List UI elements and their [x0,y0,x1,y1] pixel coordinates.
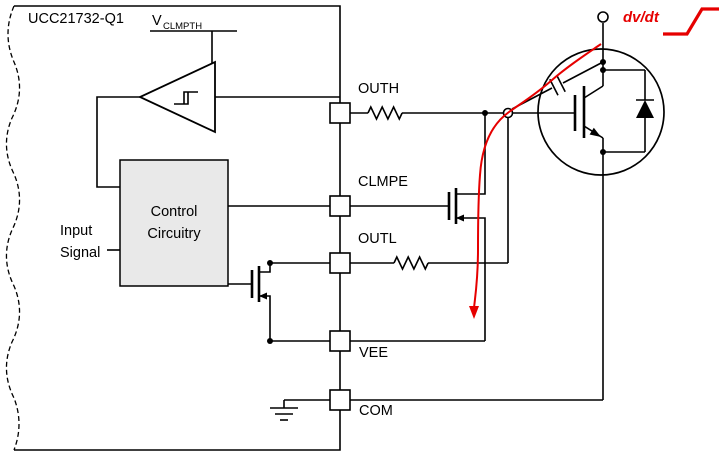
external-clamp-mosfet-icon [350,113,486,341]
control-label-line1: Control [151,204,198,220]
internal-fet-arrow [259,292,267,300]
dvdt-annotation: dv/dt [623,7,719,36]
part-number-label: UCC21732-Q1 [28,11,124,27]
pin-box-outl [329,252,351,274]
internal-fet-source [259,295,271,341]
pin-box-clmpe [329,195,351,217]
pin-label-com: COM [359,403,393,419]
junction-dot [600,149,606,155]
vclmpth-label: V [152,13,162,29]
pin-box-outh [329,102,351,124]
miller-current-arrowhead [469,306,479,319]
input-signal-label-line2: Signal [60,245,100,261]
control-box [119,159,229,287]
hysteresis-icon [174,91,198,105]
outh-net [350,105,575,121]
pin-row: OUTH CLMPE OUTL VEE COM [329,81,408,419]
junction-dot [267,338,273,344]
control-label-line2: Circuitry [147,226,201,242]
cap-lead-top [562,61,604,84]
pin-label-outh: OUTH [358,81,399,97]
ic-border [14,5,341,451]
external-fet-source [456,217,486,341]
gate-resistor-outh-icon [367,105,403,121]
pin-label-vee: VEE [359,345,388,361]
ic-boundary: UCC21732-Q1 [5,5,341,451]
junction-dot [267,260,273,266]
miller-current-curve [473,43,602,309]
outl-net [350,113,509,271]
torn-edge [5,5,21,451]
comparator-triangle [137,60,216,134]
dvdt-label: dv/dt [623,9,660,26]
igbt-emitter-arrow [589,127,601,137]
collector-terminal-icon [597,11,609,23]
pin-label-clmpe: CLMPE [358,174,408,190]
miller-current-path [469,43,602,319]
external-fet-drain [456,113,486,195]
pin-box-com [329,389,351,411]
schmitt-comparator-icon [96,60,340,188]
gate-resistor-outl-icon [393,255,429,271]
miller-capacitor-icon [511,59,606,110]
input-signal-label-line1: Input [60,223,92,239]
vclmpth-reference: V CLMPTH [150,13,237,64]
internal-clamp-mosfet-icon [228,260,330,344]
comparator-output-wire [96,96,140,188]
pin-label-outl: OUTL [358,231,397,247]
control-circuitry-block: Control Circuitry Input Signal [60,159,330,287]
igbt-circle [537,48,665,176]
pin-box-vee [329,330,351,352]
junction-dot [600,59,606,65]
junction-dot [600,67,606,73]
igbt-collector-lead [583,85,604,99]
dvdt-step-waveform-icon [663,7,719,36]
vclmpth-subscript: CLMPTH [163,21,202,32]
igbt-symbol [537,11,665,400]
cap-plate1 [556,75,566,93]
ground-symbol-icon [270,399,330,421]
diode-triangle-icon [636,100,654,118]
external-fet-arrow [456,214,464,222]
